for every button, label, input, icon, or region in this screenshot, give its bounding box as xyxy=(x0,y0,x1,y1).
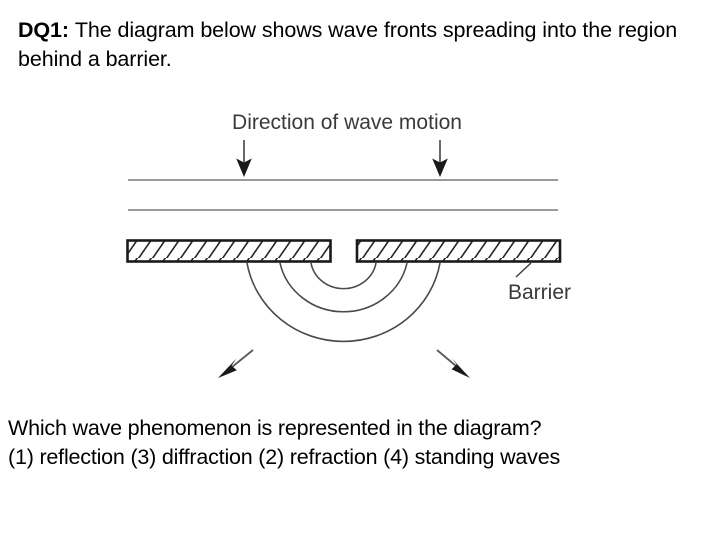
diagram-svg: Direction of wave motion xyxy=(126,111,571,378)
question-stem-body: The diagram below shows wave fronts spre… xyxy=(18,18,678,71)
incoming-wave-arrows xyxy=(236,140,448,177)
answer-options: (1) reflection (3) diffraction (2) refra… xyxy=(8,445,561,469)
barrier-label: Barrier xyxy=(508,281,571,304)
answer-prompt: Which wave phenomenon is represented in … xyxy=(8,416,542,440)
answer-block: Which wave phenomenon is represented in … xyxy=(8,414,714,472)
wave-diffraction-diagram: Direction of wave motion xyxy=(0,96,720,406)
spreading-arrow-right xyxy=(436,349,470,378)
barrier-leader-line xyxy=(515,262,532,278)
question-number-label: DQ1: xyxy=(18,18,69,42)
diffracted-wavefront-inner xyxy=(310,262,377,290)
barrier-right-segment xyxy=(355,239,562,263)
spreading-arrow-left xyxy=(218,349,254,378)
barrier-left-segment xyxy=(126,239,332,263)
barrier-group xyxy=(126,239,562,263)
question-stem: DQ1: The diagram below shows wave fronts… xyxy=(18,16,708,74)
diffracted-wavefront-outer xyxy=(246,262,441,343)
direction-of-wave-motion-caption: Direction of wave motion xyxy=(232,111,462,134)
diffracted-wavefront-middle xyxy=(279,262,408,313)
spreading-wave-arrows xyxy=(218,349,470,378)
diffracted-wavefronts xyxy=(246,262,441,343)
incoming-wavefronts xyxy=(128,179,558,211)
incoming-arrow-right xyxy=(432,140,448,177)
incoming-arrow-left xyxy=(236,140,252,177)
